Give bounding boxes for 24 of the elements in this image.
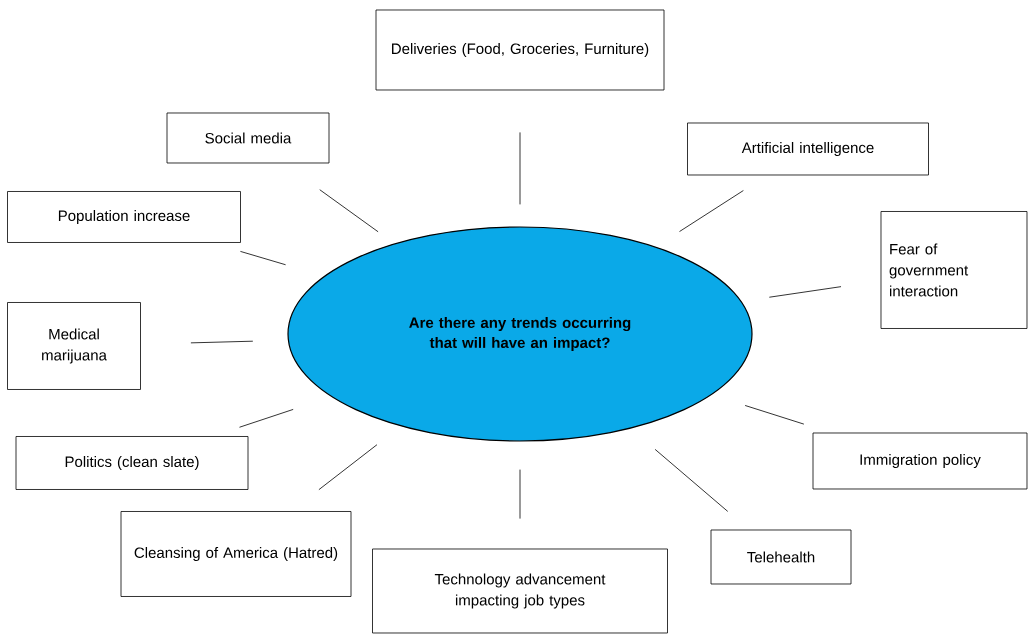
connector-line xyxy=(239,409,294,428)
trend-box: Immigration policy xyxy=(812,432,1028,490)
trend-box: Fear of government interaction xyxy=(880,211,1028,329)
connector-line xyxy=(744,405,805,425)
connector-line xyxy=(768,286,842,298)
trend-ellipse xyxy=(287,226,753,442)
trend-box: Social media xyxy=(166,112,330,164)
connector-line xyxy=(319,189,379,233)
trend-box: Cleansing of America (Hatred) xyxy=(120,511,352,597)
connector-line xyxy=(519,469,521,519)
connector-line xyxy=(190,340,254,344)
question-text: Are there any trends occurring that will have an impact? xyxy=(409,317,631,351)
connector-line xyxy=(318,444,378,491)
trend-box: Telehealth xyxy=(710,529,852,585)
trend-box: Medical marijuana xyxy=(7,302,141,390)
connector-line xyxy=(519,132,521,205)
trend-box: Artificial intelligence xyxy=(687,122,929,176)
connector-line xyxy=(240,251,286,266)
connector-line xyxy=(654,449,729,512)
trend-box: Population increase xyxy=(7,191,241,243)
connector-line xyxy=(679,190,744,232)
trend-box: Technology advancement impacting job types xyxy=(372,548,668,634)
trend-box: Politics (clean slate) xyxy=(15,436,249,490)
trend-box: Deliveries (Food, Groceries, Furniture) xyxy=(375,9,665,91)
